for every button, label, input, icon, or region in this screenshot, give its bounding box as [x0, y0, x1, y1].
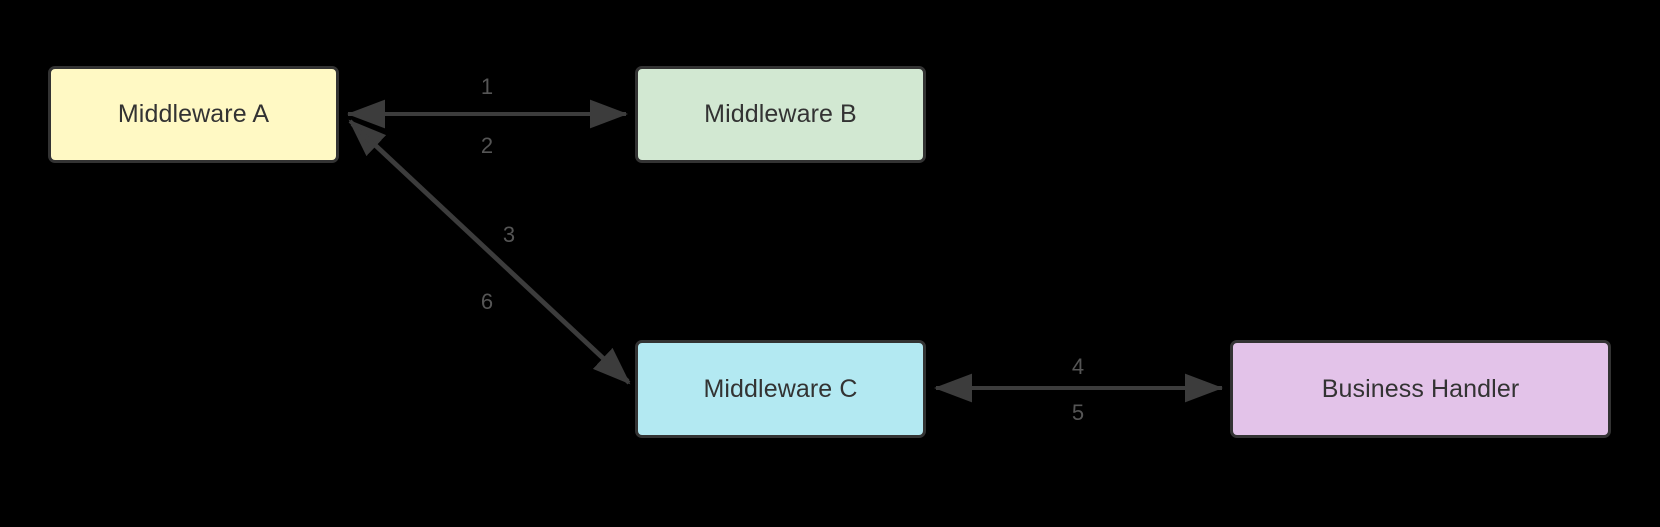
- node-middleware-a[interactable]: Middleware A: [48, 66, 339, 163]
- edge-label-c-handler-5: 5: [1071, 400, 1085, 425]
- node-label-middleware-b: Middleware B: [704, 100, 857, 128]
- node-business-handler[interactable]: Business Handler: [1230, 340, 1611, 438]
- node-middleware-c[interactable]: Middleware C: [635, 340, 926, 438]
- node-middleware-b[interactable]: Middleware B: [635, 66, 926, 163]
- edge-label-c-a-3: 3: [502, 222, 516, 247]
- edge-label-c-a-6: 6: [480, 289, 494, 314]
- node-label-middleware-c: Middleware C: [703, 374, 858, 403]
- edge-label-c-handler-4: 4: [1071, 354, 1085, 379]
- edge-line-a-c: [350, 122, 631, 385]
- node-label-middleware-a: Middleware A: [117, 100, 270, 128]
- edge-label-a-b-1: 1: [480, 74, 494, 99]
- edge-label-a-b-2: 2: [480, 133, 494, 158]
- node-label-business-handler: Business Handler: [1321, 374, 1520, 403]
